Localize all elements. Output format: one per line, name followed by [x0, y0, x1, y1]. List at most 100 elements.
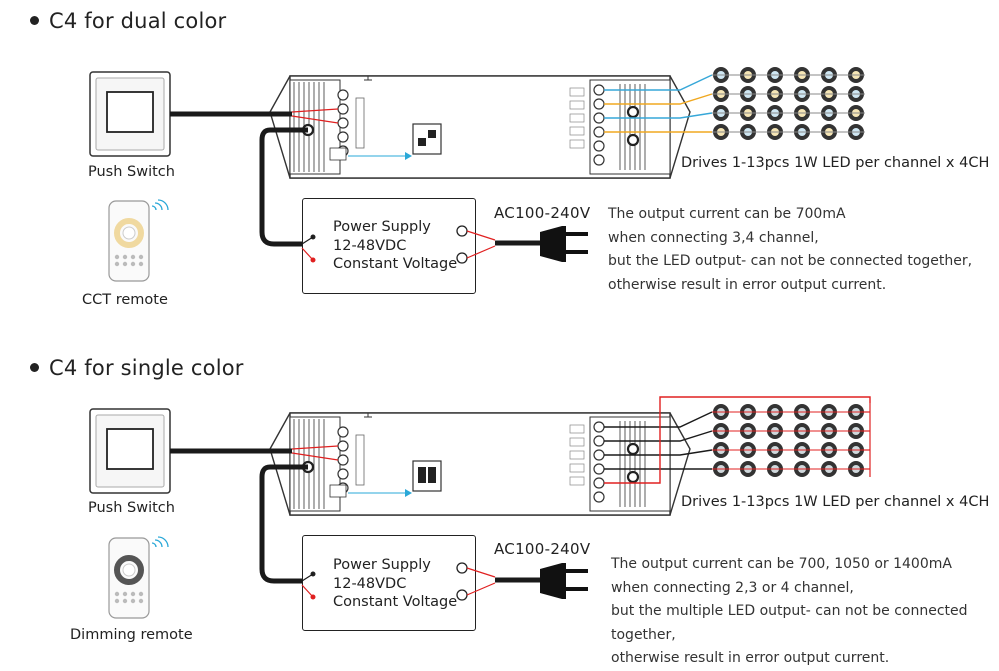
left-terminal-block	[289, 79, 341, 175]
output-screw-icon	[593, 140, 605, 152]
drives-label: Drives 1-13pcs 1W LED per channel x 4CH	[681, 494, 990, 510]
psu-wire	[301, 584, 314, 598]
output-screw-icon	[593, 449, 605, 461]
dip-lever-1	[418, 467, 426, 483]
dip-switch	[412, 123, 442, 155]
ac-terminal-icon	[456, 562, 468, 574]
remote-key-icon	[114, 261, 120, 267]
output-screw-icon	[593, 126, 605, 138]
remote-key-icon	[122, 254, 128, 260]
remote-key-icon	[130, 261, 136, 267]
section-title-single: C4 for single color	[30, 356, 244, 380]
output-screw-icon	[626, 133, 640, 147]
terminal-screw-icon	[337, 117, 349, 129]
terminal-screw-icon	[337, 468, 349, 480]
switch-wire	[291, 108, 339, 113]
output-wire	[604, 449, 713, 456]
ac-plug-icon	[540, 226, 566, 262]
output-screw-icon	[626, 470, 640, 484]
ac-terminal-icon	[456, 589, 468, 601]
terminal-labels	[355, 97, 365, 149]
power-supply-box	[302, 535, 476, 631]
output-label	[569, 87, 585, 97]
dip-switch	[412, 460, 442, 492]
section-dual-graphics	[89, 67, 865, 282]
switch-wire	[291, 452, 339, 461]
psu-wire	[301, 573, 314, 582]
wireless-signal-icon	[151, 542, 157, 548]
ac-terminal-icon	[456, 225, 468, 237]
output-wire	[604, 112, 713, 119]
output-screw-icon	[593, 435, 605, 447]
dip-lever-1	[418, 138, 426, 146]
wiring-diagram	[89, 67, 871, 619]
ac-voltage-label: AC100-240V	[494, 540, 591, 558]
output-wire	[604, 74, 713, 91]
output-label	[569, 100, 585, 110]
remote-key-icon	[122, 598, 128, 604]
output-screw-icon	[626, 105, 640, 119]
wheel-center-icon	[122, 563, 136, 577]
plug-prong-icon	[566, 232, 588, 236]
push-switch-label: Push Switch	[88, 164, 175, 180]
cct-wheel-icon	[114, 218, 144, 248]
output-wire	[604, 93, 713, 105]
wireless-signal-icon	[151, 205, 157, 211]
remote-key-icon	[138, 261, 144, 267]
output-label	[569, 424, 585, 434]
output-screw-icon	[593, 84, 605, 96]
ac-wire	[466, 582, 496, 596]
plug-prong-icon	[566, 587, 588, 591]
remote-key-icon	[130, 591, 136, 597]
output-label	[569, 463, 585, 473]
remote-key-icon	[130, 254, 136, 260]
ac-wire	[466, 245, 496, 259]
common-plus-wire	[604, 396, 871, 484]
remote-key-icon	[114, 254, 120, 260]
plug-prong-icon	[566, 569, 588, 573]
dimming-wheel-icon	[114, 555, 144, 585]
wireless-signal-icon	[154, 539, 163, 548]
bullet-icon	[30, 363, 39, 372]
power-supply-text: Power Supply 12-48VDC Constant Voltage	[333, 557, 458, 610]
remote-key-icon	[138, 591, 144, 597]
remote-label: Dimming remote	[70, 627, 193, 643]
terminal-screw-icon	[337, 131, 349, 143]
terminal-labels	[355, 434, 365, 486]
remote-key-icon	[138, 598, 144, 604]
dip-mini-icon	[329, 147, 347, 161]
output-label	[569, 476, 585, 486]
output-label	[569, 113, 585, 123]
output-screw-icon	[593, 112, 605, 124]
psu-wire	[301, 236, 314, 245]
output-label	[569, 437, 585, 447]
remote-key-icon	[122, 591, 128, 597]
psu-wire	[301, 247, 314, 261]
ac-wire	[466, 567, 496, 578]
output-current-note: The output current can be 700mA when con…	[608, 206, 973, 293]
wireless-signal-icon	[157, 199, 169, 211]
terminal-screw-icon	[337, 440, 349, 452]
psu-cable	[259, 464, 308, 584]
power-supply-text: Power Supply 12-48VDC Constant Voltage	[333, 219, 458, 272]
power-supply-box	[302, 198, 476, 294]
output-screw-icon	[593, 421, 605, 433]
terminal-screw-icon	[337, 89, 349, 101]
remote-label: CCT remote	[82, 292, 168, 308]
remote-body	[108, 200, 150, 282]
ac-plug-icon	[540, 563, 566, 599]
output-wire	[604, 430, 713, 442]
output-screw-icon	[593, 491, 605, 503]
arrow-head-icon	[405, 489, 412, 497]
output-screw-icon	[593, 463, 605, 475]
remote-key-icon	[122, 261, 128, 267]
terminal-screw-icon	[337, 103, 349, 115]
section-single-graphics	[89, 396, 871, 619]
remote-key-icon	[114, 598, 120, 604]
wheel-center-icon	[122, 226, 136, 240]
push-switch-button	[106, 428, 154, 470]
terminal-screw-icon	[337, 454, 349, 466]
output-screw-icon	[593, 154, 605, 166]
switch-wire	[291, 445, 339, 450]
psu-cable	[259, 127, 308, 247]
